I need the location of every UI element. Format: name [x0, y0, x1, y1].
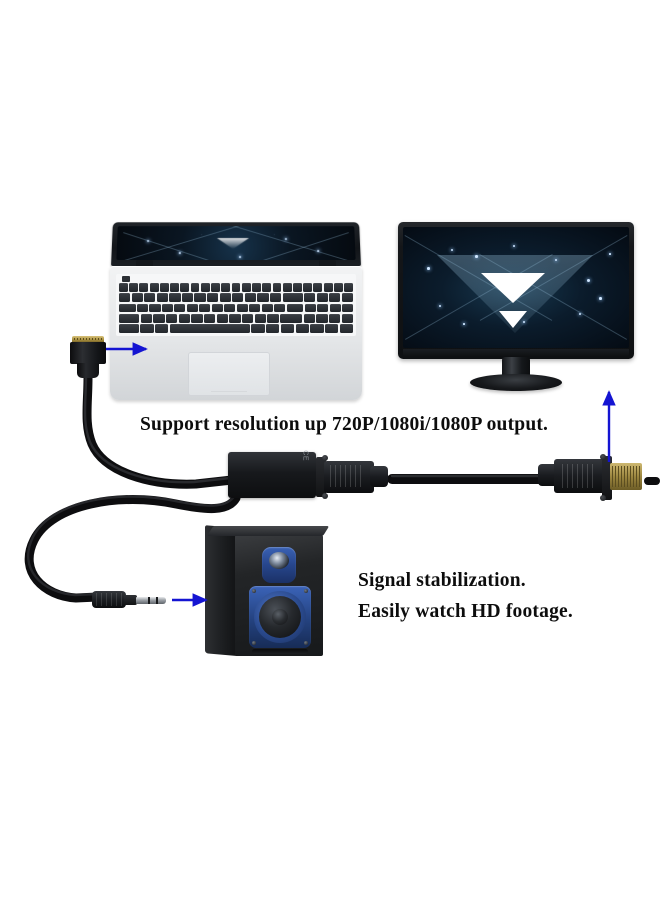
aux-plug-tip — [136, 597, 166, 604]
vga-left-ridges — [330, 465, 364, 487]
woofer-screw-bl — [252, 641, 256, 645]
vga-right-dsub-pins — [610, 463, 642, 490]
woofer-screw-tr — [304, 589, 308, 593]
speaker-bass-port — [252, 649, 308, 654]
monitor-chin — [403, 349, 629, 357]
keyboard[interactable] — [119, 283, 354, 333]
aux-barrel — [124, 595, 137, 605]
vga-left-boot — [370, 466, 388, 487]
vga-right-ridges — [562, 464, 596, 488]
vga-left-screw-bottom[interactable] — [322, 493, 328, 499]
adapter-box: CE — [228, 450, 316, 498]
caption-resolution: Support resolution up 720P/1080i/1080P o… — [140, 414, 549, 435]
adapter-housing: CE — [228, 450, 316, 498]
woofer-screw-tl — [252, 589, 256, 593]
caption-hd-footage: Easily watch HD footage. — [358, 601, 573, 622]
power-button[interactable] — [122, 276, 130, 282]
vga-right-screw-top[interactable] — [600, 454, 606, 460]
aux-strain-relief — [92, 591, 126, 608]
keyboard-deck — [116, 274, 356, 336]
vga-right-screw-bottom[interactable] — [600, 495, 606, 501]
monitor — [398, 222, 634, 391]
vga-right-flange — [602, 456, 612, 500]
woofer-screw-br — [304, 641, 308, 645]
aux-insulator-ring-2 — [156, 597, 158, 604]
touchpad[interactable] — [188, 352, 270, 396]
laptop — [110, 222, 362, 400]
vga-left-screw-top[interactable] — [322, 455, 328, 461]
caption-signal-stabilization: Signal stabilization. — [358, 570, 526, 591]
vga-connector-left — [316, 455, 394, 499]
caption-signal-group: Signal stabilization. Easily watch HD fo… — [358, 565, 573, 627]
monitor-screen — [403, 227, 629, 348]
vga-right-grip — [554, 459, 606, 493]
aux-connector — [92, 586, 170, 612]
vga-left-shell — [316, 457, 326, 497]
hdmi-contacts — [72, 336, 104, 343]
monitor-bezel — [398, 222, 634, 359]
hdmi-connector — [70, 336, 106, 380]
hdmi-housing — [70, 342, 106, 364]
woofer-dust-cap — [272, 609, 288, 625]
vga-connector-right — [538, 454, 648, 503]
vga-right-boot — [538, 464, 558, 486]
speaker — [205, 525, 330, 656]
monitor-stand-base — [470, 374, 562, 391]
tweeter-dome — [269, 552, 289, 569]
laptop-base — [110, 266, 362, 400]
aux-insulator-ring-1 — [148, 597, 150, 604]
vga-left-grip — [324, 461, 374, 493]
hdmi-strain-relief — [77, 363, 99, 378]
